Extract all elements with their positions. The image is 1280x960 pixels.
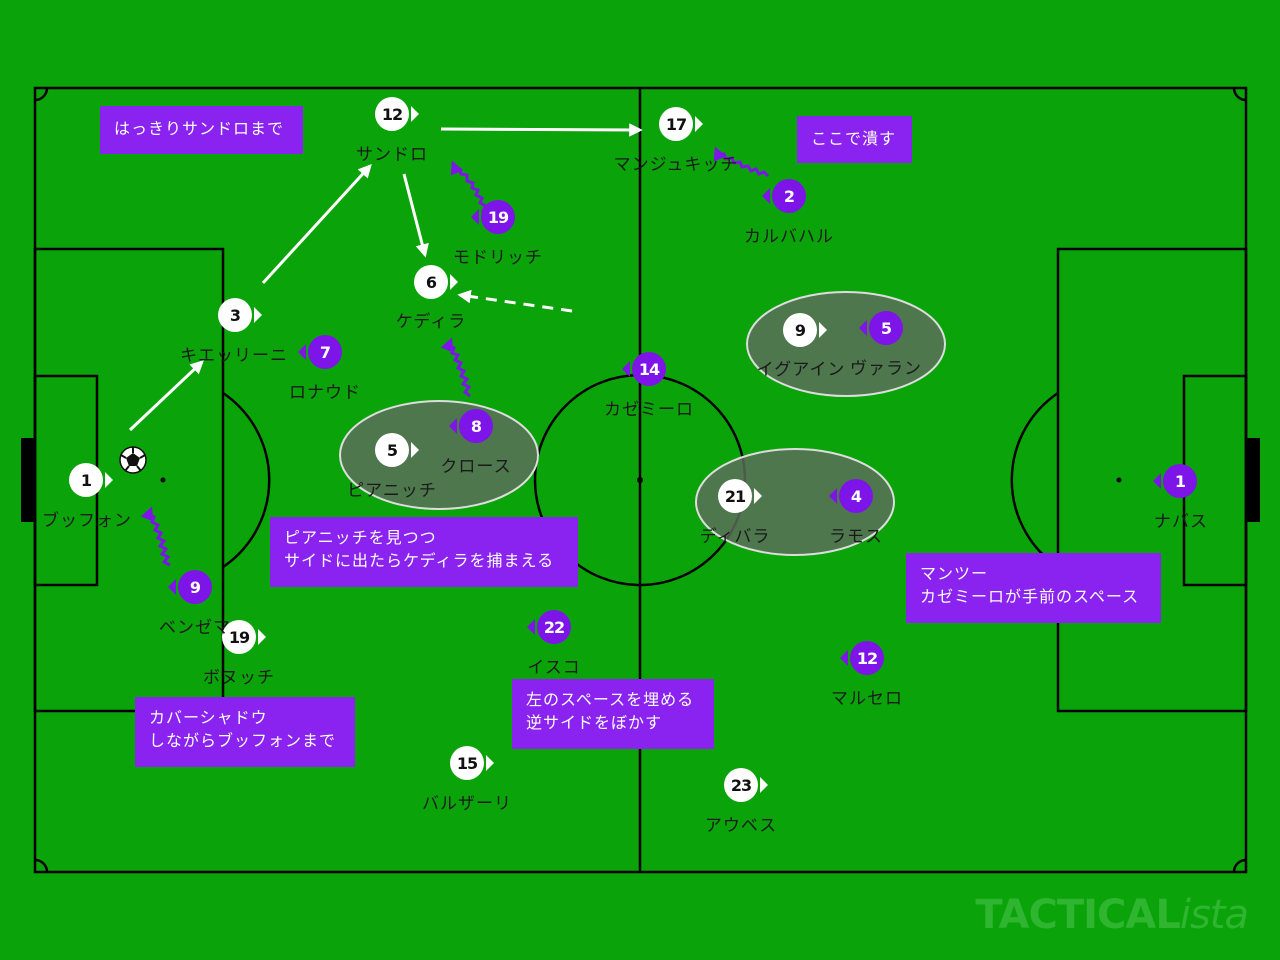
- player-varane[interactable]: 5: [859, 311, 903, 345]
- player-name-ronaldo: ロナウド: [289, 383, 361, 403]
- player-name-ramos: ラモス: [829, 527, 883, 547]
- watermark-logo: TACTICALista: [975, 892, 1249, 938]
- player-number: 17: [659, 107, 693, 141]
- player-number: 22: [537, 610, 571, 644]
- zone-dybala-ramos: [695, 448, 895, 556]
- player-mandzukic[interactable]: 17: [659, 107, 703, 141]
- player-number: 19: [481, 200, 515, 234]
- player-buffon[interactable]: 1: [69, 463, 113, 497]
- player-barzagli[interactable]: 15: [450, 746, 494, 780]
- player-casemiro[interactable]: 14: [622, 352, 666, 386]
- note-crush: ここで潰す: [797, 116, 912, 163]
- player-benzema[interactable]: 9: [168, 570, 212, 604]
- note-casemiro: マンツー カゼミーロが手前のスペース: [906, 553, 1161, 623]
- player-number: 15: [450, 746, 484, 780]
- player-name-isco: イスコ: [527, 658, 581, 678]
- player-name-modric: モドリッチ: [453, 248, 543, 268]
- player-pjanic[interactable]: 5: [375, 433, 419, 467]
- player-number: 12: [375, 97, 409, 131]
- press-carvajal-mandzukic: [713, 146, 770, 178]
- player-number: 23: [724, 768, 758, 802]
- left-goal: [21, 438, 35, 522]
- player-name-bonucci: ボヌッチ: [203, 668, 275, 688]
- player-bonucci[interactable]: 19: [222, 620, 266, 654]
- player-name-navas: ナバス: [1154, 512, 1208, 532]
- note-pjanic: ピアニッチを見つつ サイドに出たらケディラを捕まえる: [270, 517, 578, 587]
- player-name-mandzukic: マンジュキッチ: [613, 155, 739, 175]
- right-goal: [1246, 438, 1260, 522]
- player-name-dybala: ディバラ: [699, 527, 771, 547]
- player-name-casemiro: カゼミーロ: [604, 400, 694, 420]
- player-name-carvajal: カルバハル: [744, 227, 834, 247]
- player-name-higuain: イグアイン: [756, 360, 846, 380]
- press-modric-sandro: [450, 160, 490, 218]
- player-name-buffon: ブッフォン: [42, 511, 132, 531]
- soccer-ball-icon: [119, 446, 147, 474]
- player-number: 8: [459, 409, 493, 443]
- player-number: 6: [414, 265, 448, 299]
- player-name-khedira: ケディラ: [395, 312, 467, 332]
- player-ramos[interactable]: 4: [829, 479, 873, 513]
- player-higuain[interactable]: 9: [783, 313, 827, 347]
- player-number: 9: [178, 570, 212, 604]
- arrow-sandro-mandzukic: [440, 123, 643, 137]
- player-chiellini[interactable]: 3: [218, 298, 262, 332]
- note-left: 左のスペースを埋める 逆サイドをぼかす: [512, 679, 714, 749]
- right-penalty-spot: [1116, 477, 1122, 483]
- player-name-barzagli: バルザーリ: [422, 794, 512, 814]
- right-penalty-arc: [1010, 391, 1059, 569]
- press-kroos-khedira: [440, 337, 472, 398]
- player-number: 14: [632, 352, 666, 386]
- zone-higuain-varane: [746, 291, 946, 397]
- player-name-benzema: ベンゼマ: [159, 618, 231, 638]
- player-name-marcelo: マルセロ: [831, 689, 903, 709]
- player-carvajal[interactable]: 2: [762, 179, 806, 213]
- player-number: 21: [718, 479, 752, 513]
- player-name-kroos: クロース: [440, 457, 512, 477]
- note-sandro: はっきりサンドロまで: [100, 106, 303, 154]
- player-name-pjanic: ピアニッチ: [347, 481, 437, 501]
- arrow-buffon-chiellini: [128, 360, 204, 432]
- player-name-chiellini: キエッリーニ: [180, 346, 288, 366]
- press-benzema-buffon: [140, 506, 171, 567]
- player-alves[interactable]: 23: [724, 768, 768, 802]
- player-navas[interactable]: 1: [1153, 464, 1197, 498]
- player-number: 4: [839, 479, 873, 513]
- player-name-alves: アウベス: [704, 816, 778, 836]
- note-cover: カバーシャドウ しながらブッフォンまで: [135, 697, 355, 767]
- player-dybala[interactable]: 21: [718, 479, 762, 513]
- player-ronaldo[interactable]: 7: [298, 335, 342, 369]
- player-number: 5: [869, 311, 903, 345]
- player-number: 1: [69, 463, 103, 497]
- arrow-chiellini-sandro: [261, 164, 372, 285]
- player-name-varane: ヴァラン: [850, 359, 922, 379]
- player-number: 9: [783, 313, 817, 347]
- player-kroos[interactable]: 8: [449, 409, 493, 443]
- right-penalty-area: [1056, 247, 1248, 713]
- arrow-sandro-khedira: [402, 173, 429, 258]
- left-penalty-spot: [160, 477, 166, 483]
- player-number: 2: [772, 179, 806, 213]
- player-number: 3: [218, 298, 252, 332]
- player-modric[interactable]: 19: [471, 200, 515, 234]
- player-number: 19: [222, 620, 256, 654]
- player-sandro[interactable]: 12: [375, 97, 419, 131]
- left-penalty-arc: [222, 391, 271, 569]
- player-number: 5: [375, 433, 409, 467]
- player-marcelo[interactable]: 12: [840, 641, 884, 675]
- player-name-sandro: サンドロ: [356, 145, 428, 165]
- center-spot: [637, 477, 643, 483]
- player-khedira[interactable]: 6: [414, 265, 458, 299]
- player-isco[interactable]: 22: [527, 610, 571, 644]
- arrow-dashed-khedira: [457, 289, 573, 313]
- player-number: 7: [308, 335, 342, 369]
- player-number: 1: [1163, 464, 1197, 498]
- left-penalty-area: [33, 247, 225, 713]
- player-number: 12: [850, 641, 884, 675]
